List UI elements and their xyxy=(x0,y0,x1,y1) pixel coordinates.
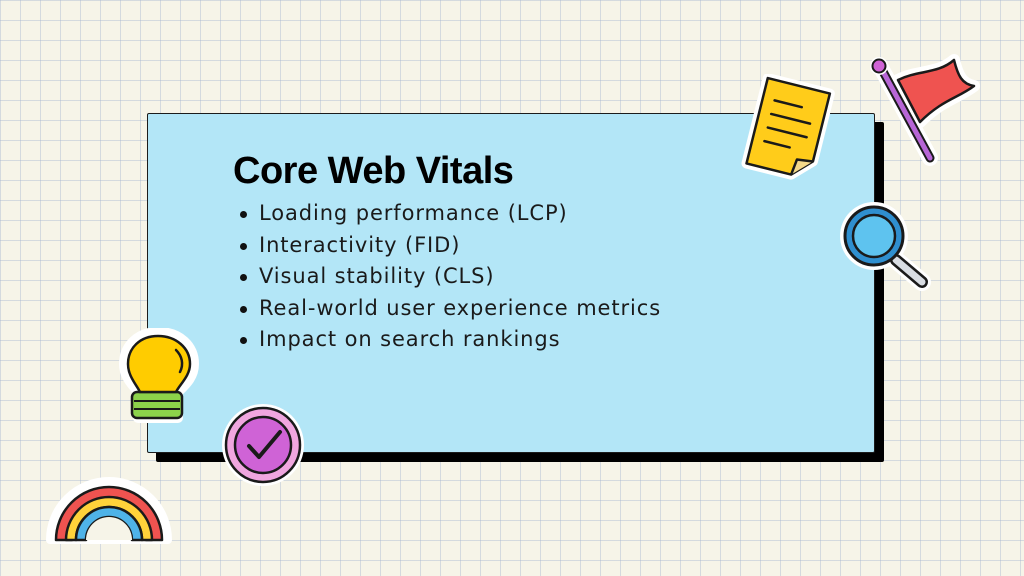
flag-icon xyxy=(870,54,980,166)
bullet-item: Loading performance (LCP) xyxy=(240,198,661,230)
bullet-text: Real-world user experience metrics xyxy=(259,295,662,320)
bullet-text: Loading performance (LCP) xyxy=(259,201,568,225)
rainbow-icon xyxy=(46,477,172,544)
bullet-item: Interactivity (FID) xyxy=(240,230,661,262)
sticky-note-icon xyxy=(741,74,835,180)
bullet-dot xyxy=(240,305,247,313)
bullet-dot xyxy=(240,337,247,344)
magnifying-glass-icon xyxy=(840,202,931,291)
bullet-item: Visual stability (CLS) xyxy=(240,261,661,293)
bullet-dot xyxy=(240,211,247,218)
slide-title: Core Web Vitals xyxy=(233,150,514,192)
bullet-text: Visual stability (CLS) xyxy=(259,264,495,288)
bullet-item: Real-world user experience metrics xyxy=(240,293,661,325)
bullet-dot xyxy=(240,242,247,250)
bullet-text: Interactivity (FID) xyxy=(259,232,461,257)
bullet-dot xyxy=(240,274,247,281)
lightbulb-icon xyxy=(119,328,199,423)
bullet-text: Impact on search rankings xyxy=(259,327,561,351)
bullet-item: Impact on search rankings xyxy=(240,324,661,356)
checkmark-badge-icon xyxy=(222,404,304,486)
bullet-list: Loading performance (LCP) Interactivity … xyxy=(240,198,661,356)
